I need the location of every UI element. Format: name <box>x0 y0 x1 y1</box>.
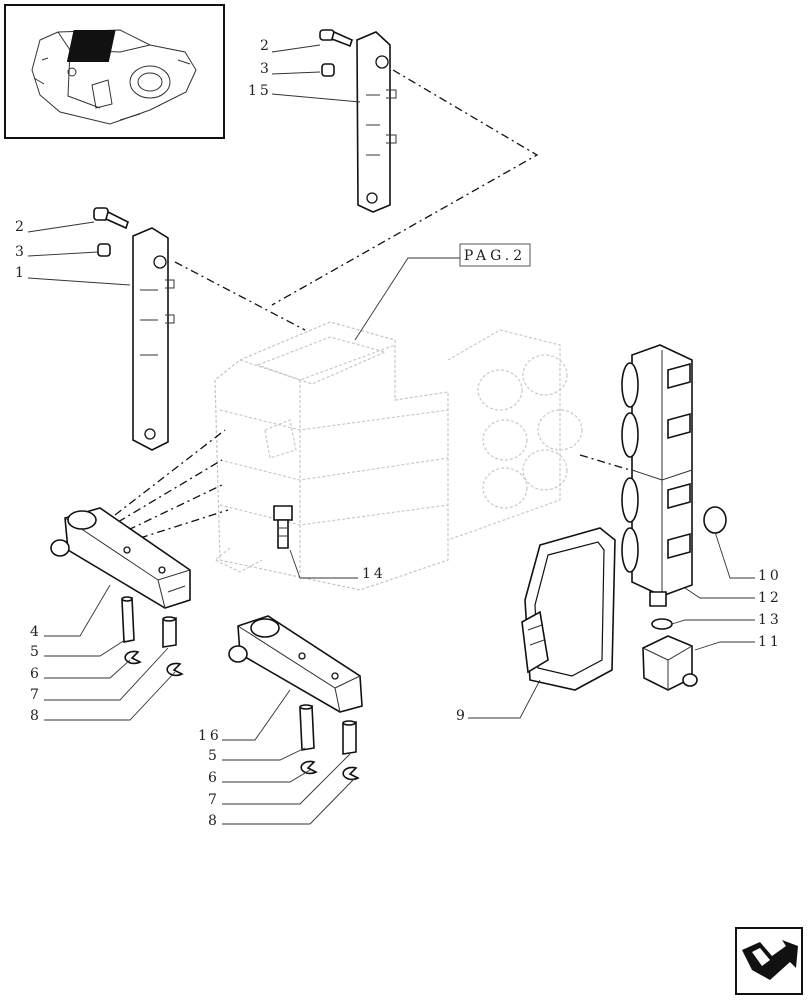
callout-5: 5 <box>208 748 220 764</box>
nut-3-top <box>321 63 335 77</box>
bracket-1 <box>132 227 175 451</box>
clip-6-b <box>300 760 318 775</box>
callout-2: 2 <box>15 219 27 235</box>
callout-10: 10 <box>758 568 782 584</box>
pin-8-a <box>162 616 177 648</box>
assembly-thumbnail[interactable] <box>4 4 225 139</box>
callout-13: 13 <box>758 612 782 628</box>
clip-7-b <box>342 766 360 781</box>
callout-1: 1 <box>15 265 27 281</box>
callout-6: 6 <box>208 770 220 786</box>
callout-9: 9 <box>456 708 468 724</box>
callout-6: 6 <box>30 666 42 682</box>
page-reference[interactable]: PAG.2 <box>459 243 531 267</box>
pin-5-b <box>299 704 315 751</box>
leader-lines <box>27 44 755 825</box>
screw-14 <box>273 505 293 549</box>
callout-7: 7 <box>30 687 42 703</box>
callout-12: 12 <box>758 590 782 606</box>
lever-bracket-4 <box>50 507 191 609</box>
lever-bracket-16 <box>228 615 363 713</box>
assembly-lines <box>114 69 631 539</box>
callout-4: 4 <box>30 624 42 640</box>
control-valve-ghost <box>213 321 583 591</box>
callout-14: 14 <box>362 566 386 582</box>
callout-5: 5 <box>30 644 42 660</box>
callout-16: 16 <box>198 728 222 744</box>
next-page-arrow-icon[interactable] <box>735 927 803 995</box>
connector-11 <box>642 635 698 691</box>
callout-8: 8 <box>208 813 220 829</box>
page-reference-label: PAG.2 <box>464 248 526 264</box>
connector-strip-12 <box>621 344 693 607</box>
screw-2-left <box>93 207 129 230</box>
pin-8-b <box>342 720 357 755</box>
callout-labels: 2 3 15 2 3 1 4 5 6 7 8 14 16 5 6 7 8 9 1… <box>15 38 782 829</box>
screw-2-top <box>319 29 353 48</box>
callout-3: 3 <box>260 61 272 77</box>
o-ring-13 <box>651 618 673 630</box>
clip-7-a <box>166 662 184 677</box>
clip-6-a <box>124 650 142 665</box>
nut-3-left <box>97 243 111 257</box>
bracket-15 <box>356 31 397 213</box>
cap-10 <box>703 506 727 534</box>
callout-7: 7 <box>208 792 220 808</box>
callout-3: 3 <box>15 244 27 260</box>
callout-8: 8 <box>30 708 42 724</box>
callout-11: 11 <box>758 634 782 650</box>
pin-5-a <box>121 596 135 643</box>
callout-15: 15 <box>248 83 272 99</box>
callout-2: 2 <box>260 38 272 54</box>
seal-9 <box>521 527 616 691</box>
